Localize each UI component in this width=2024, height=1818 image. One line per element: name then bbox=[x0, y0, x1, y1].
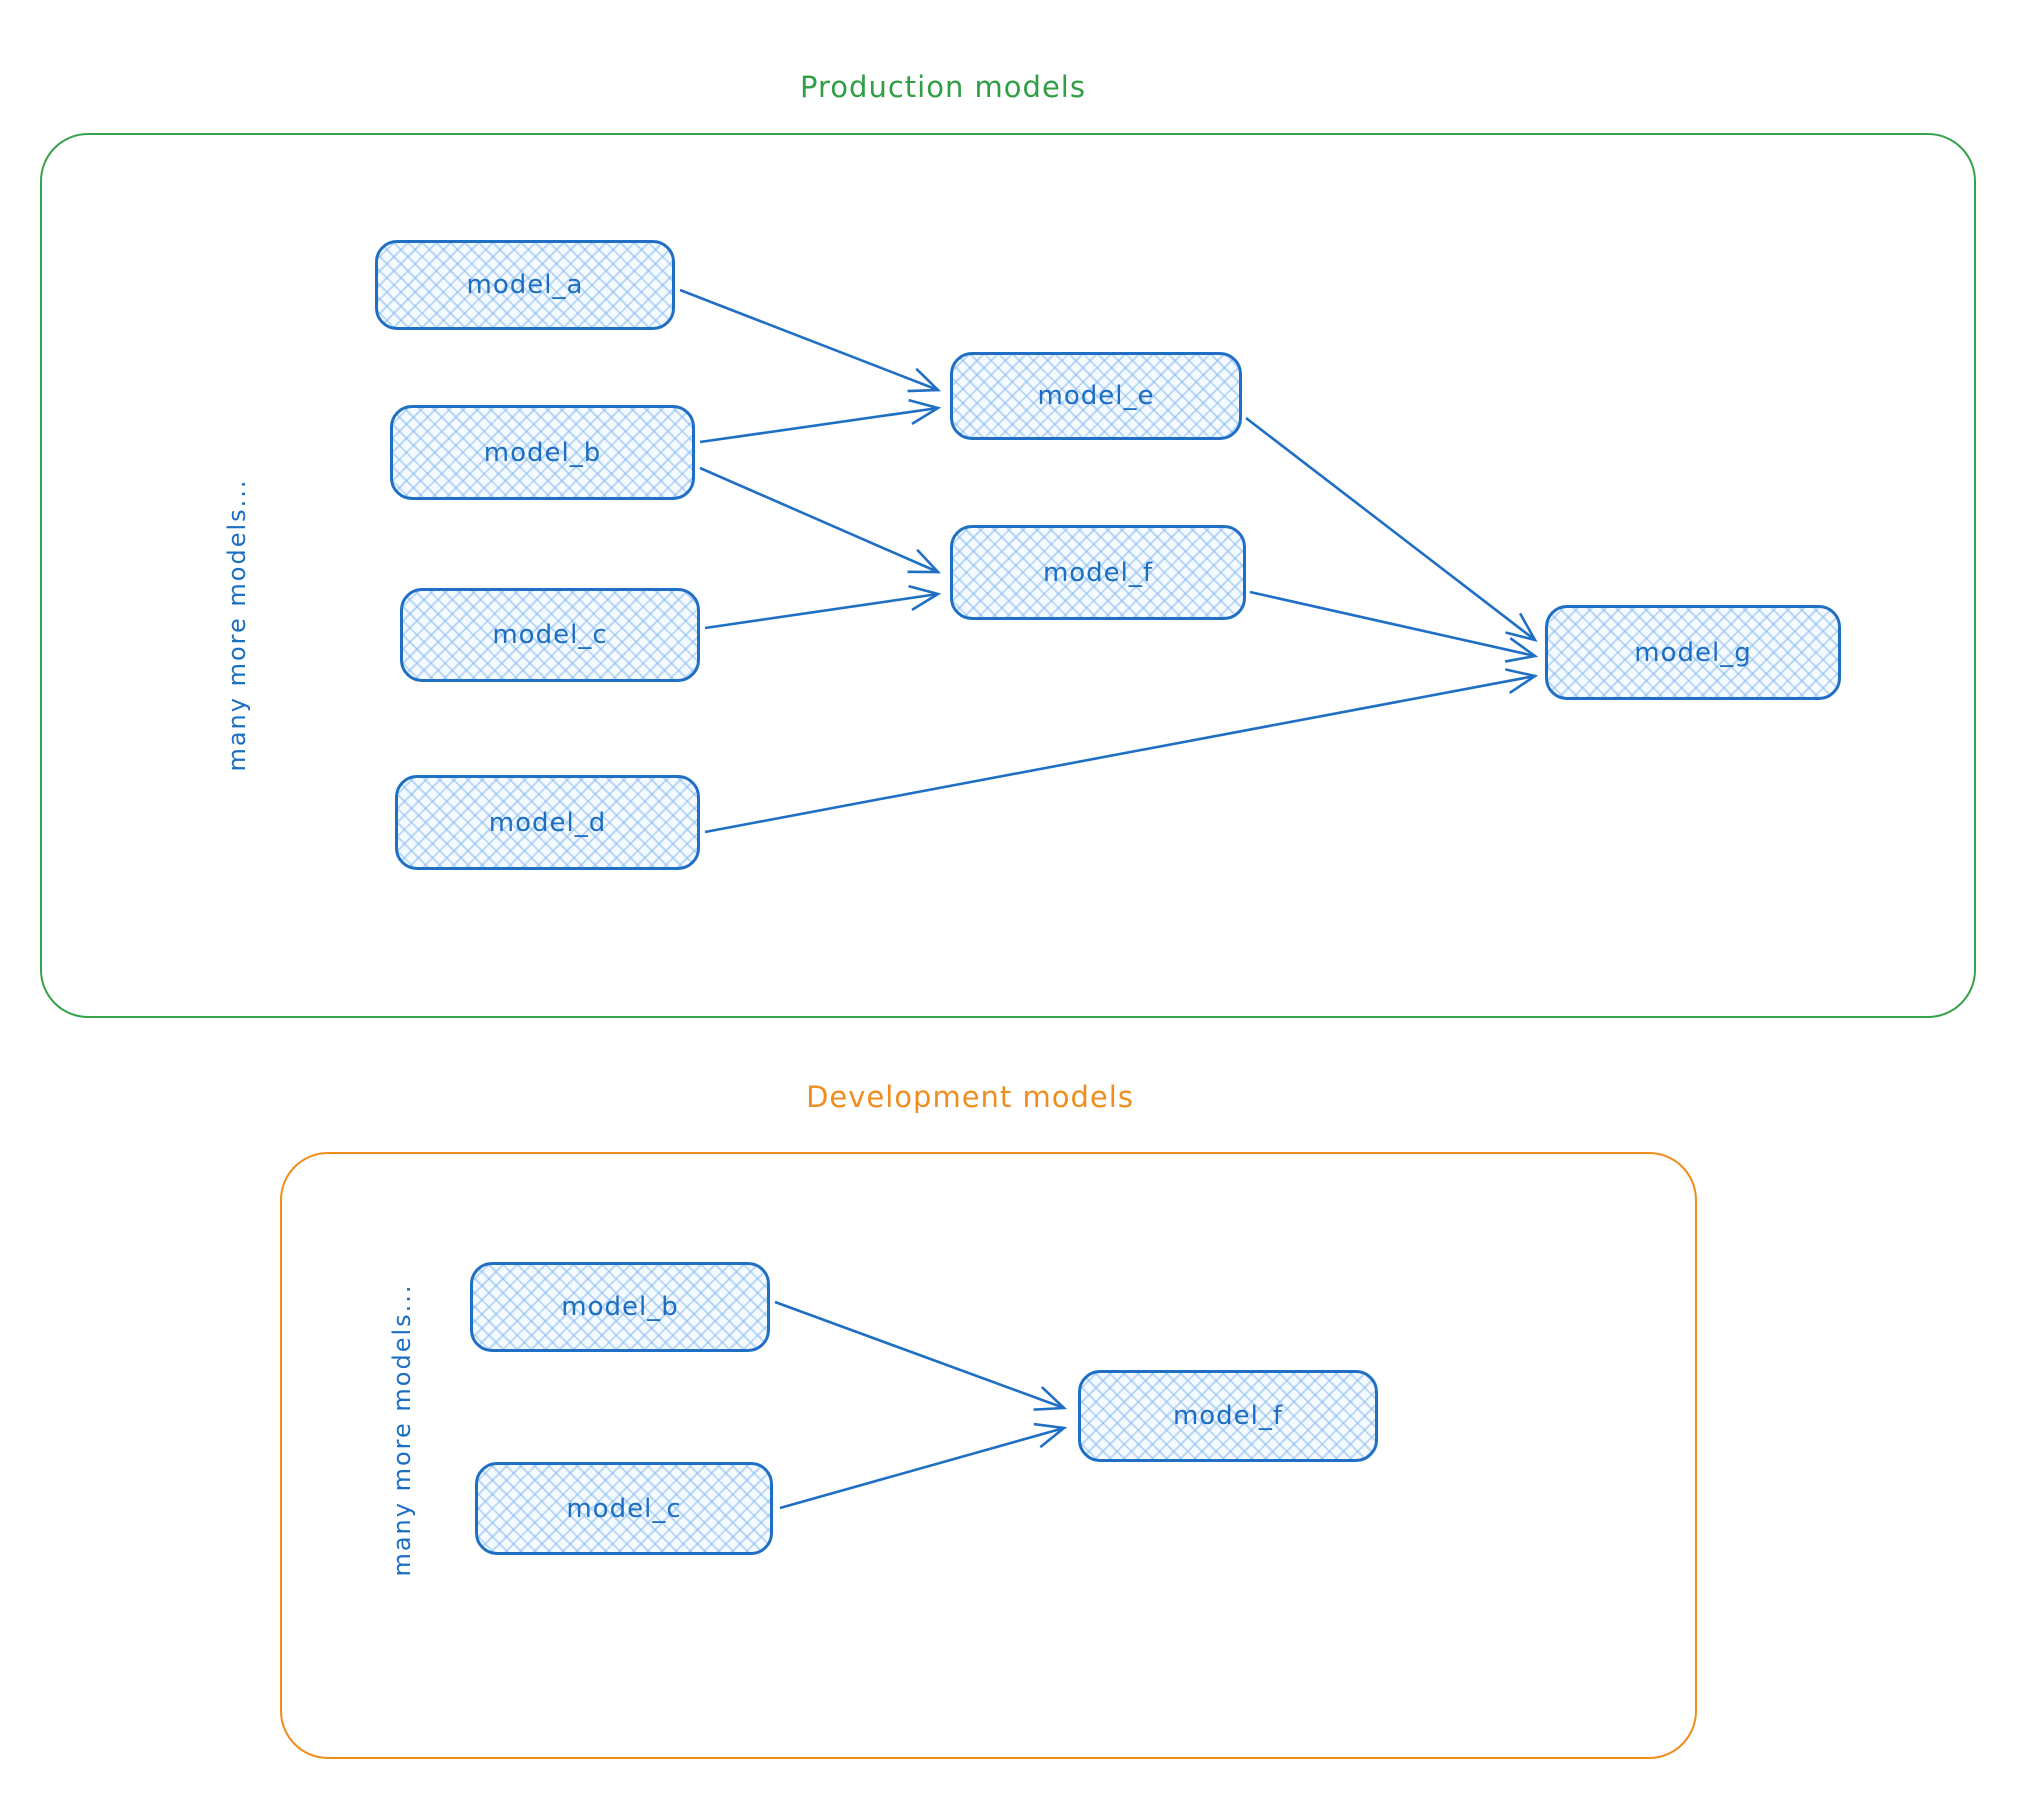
node-production-model-f: model_f bbox=[950, 525, 1246, 620]
node-production-model-d: model_d bbox=[395, 775, 700, 870]
node-label: model_a bbox=[466, 270, 584, 300]
node-production-model-b: model_b bbox=[390, 405, 695, 500]
production-section-title: Production models bbox=[800, 70, 1086, 104]
node-label: model_e bbox=[1037, 381, 1155, 411]
production-more-models-label: many more models... bbox=[223, 478, 251, 772]
development-more-models-label: many more models... bbox=[388, 1283, 416, 1577]
node-production-model-e: model_e bbox=[950, 352, 1242, 440]
node-label: model_g bbox=[1634, 637, 1752, 668]
node-label: model_b bbox=[483, 437, 602, 468]
node-production-model-a: model_a bbox=[375, 240, 675, 330]
node-development-model-c: model_c bbox=[475, 1462, 773, 1555]
node-production-model-c: model_c bbox=[400, 588, 700, 682]
production-container-frame bbox=[40, 133, 1976, 1018]
node-label: model_f bbox=[1042, 557, 1154, 588]
node-development-model-f: model_f bbox=[1078, 1370, 1378, 1462]
node-label: model_f bbox=[1172, 1401, 1284, 1431]
development-container-frame bbox=[280, 1152, 1697, 1759]
node-production-model-g: model_g bbox=[1545, 605, 1841, 700]
node-label: model_c bbox=[566, 1493, 682, 1524]
development-section-title: Development models bbox=[806, 1080, 1134, 1114]
node-label: model_b bbox=[561, 1292, 679, 1322]
node-development-model-b: model_b bbox=[470, 1262, 770, 1352]
node-label: model_c bbox=[492, 620, 608, 650]
node-label: model_d bbox=[488, 807, 607, 838]
